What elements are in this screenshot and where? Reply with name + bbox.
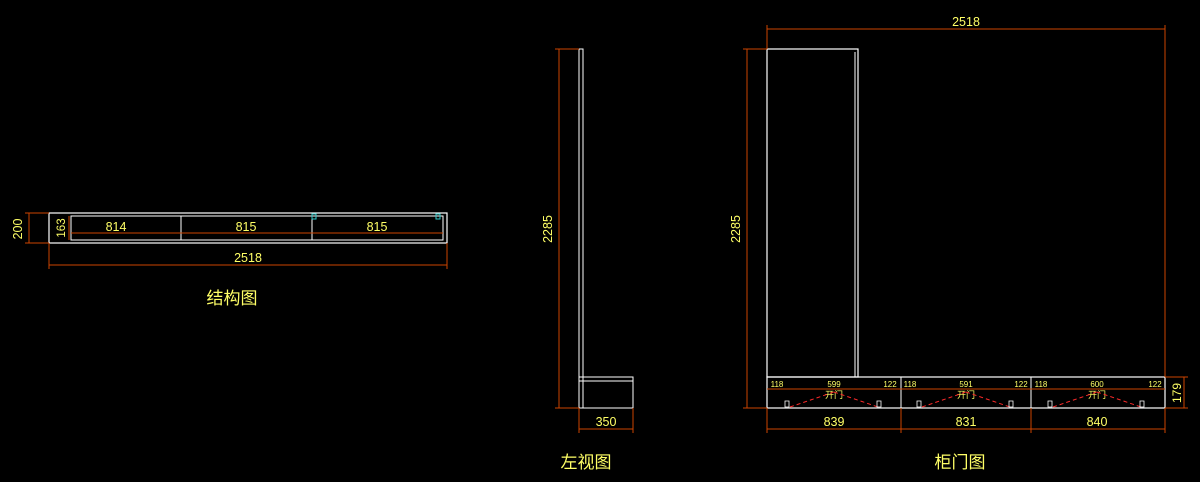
structure-height: 200 (11, 219, 25, 240)
handle-icon (876, 400, 882, 408)
door-view-base-cabinet (766, 376, 1166, 409)
handle-icon (1047, 400, 1053, 408)
section-3-label: 开门 (1088, 389, 1106, 400)
hinge-line (921, 391, 967, 408)
section-2-center: 591 (959, 380, 973, 389)
structure-view: 814 815 815 163 200 2518 结构图 (11, 212, 448, 309)
section-1-label: 开门 (825, 389, 843, 400)
structure-bay-3: 815 (367, 220, 388, 234)
section-1-bottom: 839 (824, 415, 845, 429)
structure-accent-mark-1 (311, 213, 317, 220)
left-view-height: 2285 (541, 215, 555, 243)
structure-bay-2: 815 (236, 220, 257, 234)
section-3-bottom: 840 (1087, 415, 1108, 429)
structure-bay-1: 814 (106, 220, 127, 234)
structure-inner-frame (70, 215, 444, 241)
left-view: 2285 350 左视图 (541, 48, 634, 473)
handle-icon (916, 400, 922, 408)
section-3-right: 122 (1148, 380, 1162, 389)
section-1-left: 118 (771, 380, 784, 389)
hinge-line (965, 391, 1011, 408)
section-3-left: 118 (1035, 380, 1048, 389)
hinge-line (1096, 391, 1142, 408)
handle-symbols (784, 400, 1145, 408)
hinge-line (833, 391, 879, 408)
door-view-base-height: 179 (1170, 383, 1184, 403)
left-view-back-panel (578, 48, 584, 409)
hinge-marks (789, 391, 1142, 408)
structure-accent-mark-2 (435, 213, 441, 220)
section-1-center: 599 (827, 380, 841, 389)
door-view: 118 599 122 开门 118 591 122 开门 118 600 12… (729, 15, 1188, 473)
section-3-center: 600 (1090, 380, 1104, 389)
door-view-title: 柜门图 (935, 453, 986, 473)
handle-icon (1139, 400, 1145, 408)
hinge-line (1052, 391, 1098, 408)
handle-icon (1008, 400, 1014, 408)
structure-inner-height: 163 (56, 218, 68, 237)
structure-total-width: 2518 (234, 251, 262, 265)
section-2-label: 开门 (957, 389, 975, 400)
section-2-right: 122 (1014, 380, 1028, 389)
section-2-bottom: 831 (956, 415, 977, 429)
door-view-top-width: 2518 (952, 15, 980, 29)
left-view-base (578, 376, 634, 409)
door-view-tall-cabinet (766, 48, 859, 378)
section-2-left: 118 (904, 380, 917, 389)
left-view-depth: 350 (596, 415, 617, 429)
hinge-line (789, 391, 835, 408)
door-view-height: 2285 (729, 215, 743, 243)
structure-view-title: 结构图 (207, 289, 258, 309)
handle-icon (784, 400, 790, 408)
section-1-right: 122 (883, 380, 897, 389)
structure-outer-frame (48, 212, 448, 244)
left-view-title: 左视图 (561, 453, 612, 473)
